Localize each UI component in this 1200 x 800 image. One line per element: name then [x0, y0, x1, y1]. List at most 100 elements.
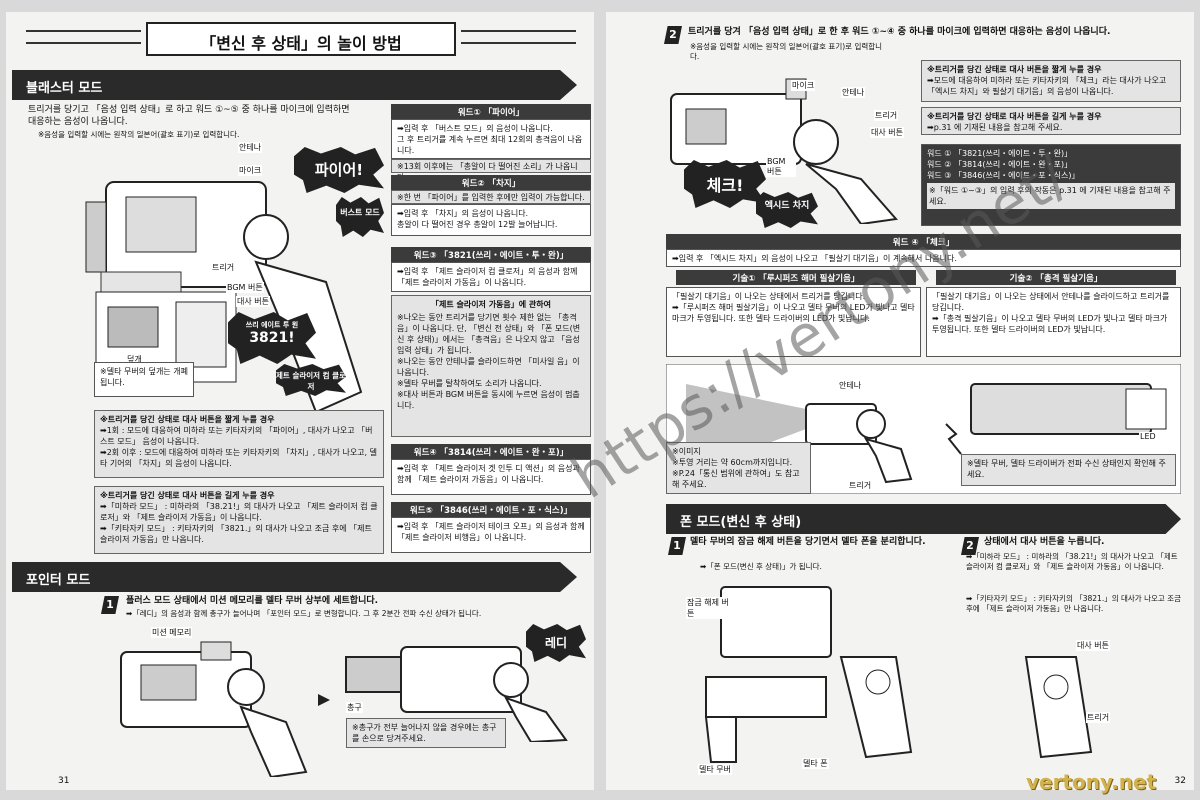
r-word2: 워드 ② 「3814(쓰리・에이트・완・포)」 — [927, 160, 1073, 169]
phone-step1-line2: ➡「폰 모드(변신 후 상태)」가 됩니다. — [700, 562, 822, 571]
short-press-1: ➡1회 : 모드에 대응하여 미하라 또는 키타자키의 「파이어」, 대사가 나… — [100, 426, 373, 446]
word4-tab: 워드④ 「3814(쓰리・에이트・완・포)」 — [391, 444, 591, 459]
burst-3821: 쓰리 에이트 투 원 3821! — [228, 312, 316, 364]
arrow-right-icon — [318, 694, 330, 706]
label-line-button: 대사 버튼 — [236, 296, 270, 307]
long-press-1: ➡「미하라 모드」 : 미하라의 「38.21!」의 대사가 나오고 「제트 슬… — [100, 502, 378, 522]
left-page: 「변신 후 상태」의 놀이 방법 블래스터 모드 트리거를 당기고 「음성 입력… — [6, 12, 594, 790]
label-muzzle: 총구 — [346, 702, 363, 713]
word3-sub-title: 「제트 슬라이저 가동음」에 관하여 — [430, 300, 552, 309]
page-title: 「변신 후 상태」의 놀이 방법 — [146, 22, 456, 56]
burst-3821-reading: 쓰리 에이트 투 원 — [245, 321, 299, 329]
page-number-left: 31 — [58, 776, 70, 786]
label-bgm-button: BGM 버튼 — [226, 282, 264, 293]
r-word4-body: ➡입력 후 「엑시드 차지」의 음성이 나오고 「필살기 대기음」이 계속해서 … — [666, 249, 1181, 267]
burst-fire: 파이어! — [294, 147, 384, 193]
label-delta-phone: 델타 폰 — [802, 758, 829, 769]
label-lid: 덮개 — [126, 354, 143, 365]
pointer-gun-before — [120, 641, 308, 777]
phone-step2-line1: 상태에서 대사 버튼을 누릅니다. — [984, 537, 1105, 547]
r-label-antenna: 안테나 — [841, 87, 866, 98]
r-word3: 워드 ③ 「3846(쓰리・에이트・포・식스)」 — [927, 171, 1080, 180]
lid-note: ※델타 무버의 덮개는 개폐됩니다. — [94, 362, 194, 397]
pointer-note: ※총구가 전부 늘어나지 않을 경우에는 총구를 손으로 당겨주세요. — [346, 718, 506, 748]
exceed-gun-illustration — [670, 78, 898, 224]
img-label-trigger: 트리거 — [848, 480, 873, 491]
r-long-heading: ※트리거를 당긴 상태로 대사 버튼을 길게 누를 경우 — [927, 112, 1102, 121]
label-delta-mover: 델타 무버 — [698, 764, 732, 775]
img-label-led: LED — [1139, 432, 1157, 441]
pointer-gun-after — [345, 646, 568, 742]
word2-line2: 총알이 다 떨어진 경우 총알이 12발 늘어납니다. — [397, 220, 558, 229]
header-deco-right — [461, 30, 576, 44]
word2-body: ➡입력 후 「차지」의 음성이 나옵니다. 총알이 다 떨어진 경우 총알이 1… — [391, 204, 591, 236]
r-label-line-button: 대사 버튼 — [870, 127, 904, 138]
long-press-2: ➡「키타자키 모드」 : 키타자키의 「3821.」의 대사가 나오고 조금 후… — [100, 524, 372, 544]
label-trigger: 트리거 — [211, 262, 236, 273]
short-press-2: ➡2회 이후 : 모드에 대응하여 미하라 또는 키타자키의 「차지」, 대사가… — [100, 448, 377, 468]
img-note-2: ※델타 무버, 델타 드라이버가 전파 수신 상태인지 확인해 주세요. — [961, 454, 1176, 486]
words-box: 워드 ① 「3821(쓰리・에이트・투・완)」 워드 ② 「3814(쓰리・에이… — [921, 144, 1181, 226]
word1-note: ※13회 이후에는 「총알이 다 떨어진 소리」가 나옵니다. — [391, 159, 591, 182]
pointer-line1: 플러스 모드 상태에서 미션 메모리를 델타 무버 상부에 세트합니다. — [126, 596, 379, 606]
page-number-right: 32 — [1174, 776, 1186, 786]
burst-3821-code: 3821! — [249, 330, 295, 346]
watermark-brand: vertony.net — [1026, 770, 1157, 794]
word4-body: ➡입력 후 「제트 슬라이저 겟 인투 디 액션」의 음성과 함께 「제트 슬라… — [391, 459, 591, 495]
word1-line2: 그 후 트리거를 계속 누르면 최대 12회의 총격음이 나옵니다. — [397, 135, 583, 155]
r-label-trigger: 트리거 — [874, 110, 899, 121]
word5-body: ➡입력 후 「제트 슬라이저 테이크 오프」의 음성과 함께 「제트 슬라이저 … — [391, 517, 591, 553]
step2-line1: 트리거를 당겨 「음성 입력 상태」로 한 후 워드 ①~④ 중 하나를 마이크… — [688, 27, 1111, 37]
r-label-mic: 마이크 — [791, 80, 816, 91]
tech1-body: 「필살기 대기음」이 나오는 상태에서 트리거를 당깁니다. ➡「루시퍼즈 해머… — [666, 287, 921, 357]
long-press-box: ※트리거를 당긴 상태로 대사 버튼을 길게 누를 경우 ➡「미하라 모드」 :… — [94, 486, 384, 554]
r-words-note: ※「워드 ①~③」의 입력 후의 작동은 p.31 에 기재된 내용을 참고해 … — [927, 183, 1175, 209]
long-press-heading: ※트리거를 당긴 상태로 대사 버튼을 길게 누를 경우 — [100, 491, 275, 500]
phone-section-header: 폰 모드(변신 후 상태) — [666, 504, 1181, 534]
label-phone-line-button: 대사 버튼 — [1076, 640, 1110, 651]
word2-tab: 워드② 「차지」 — [391, 175, 591, 190]
word1-tab: 워드① 「파이어」 — [391, 104, 591, 119]
word3-bullet4: ※대사 버튼과 BGM 버튼을 동시에 누르면 음성이 멈춥니다. — [397, 390, 580, 410]
blaster-section-header: 블래스터 모드 — [12, 70, 577, 100]
short-press-heading: ※트리거를 당긴 상태로 대사 버튼을 짧게 누를 경우 — [100, 415, 275, 424]
phone-illustration — [1024, 656, 1093, 759]
tech1-line2: ➡「루시퍼즈 해머 필살기음」이 나오고 델타 무버의 LED가 빛나고 델타 … — [672, 303, 915, 323]
r-short-press-box: ※트리거를 당긴 상태로 대사 버튼을 짧게 누를 경우 ➡모드에 대응하여 미… — [921, 60, 1181, 102]
word3-tab: 워드③ 「3821(쓰리・에이트・투・완)」 — [391, 247, 591, 262]
header-deco-left — [26, 30, 141, 44]
pointer-section-header: 포인터 모드 — [12, 562, 577, 592]
tech1-tab: 기술① 「루시퍼즈 해머 필살기음」 — [676, 270, 916, 285]
burst-burst-mode: 버스트 모드 — [336, 197, 384, 237]
phone-step1-line1: 델타 무버의 잠금 해제 버튼을 당기면서 델타 폰을 분리합니다. — [690, 537, 926, 547]
tech2-tab: 기술② 「총격 필살기음」 — [936, 270, 1176, 285]
phone-detach-illustration — [704, 586, 913, 763]
burst-check: 체크! — [684, 160, 766, 208]
pointer-line2: ➡「레디」의 음성과 함께 총구가 늘어나며 「포인터 모드」로 변형합니다. … — [126, 609, 482, 618]
word1-line1: ➡입력 후 「버스트 모드」의 음성이 나옵니다. — [397, 124, 553, 133]
burst-exceed-charge: 엑시드 차지 — [756, 192, 818, 228]
step2-note: ※음성을 입력할 시에는 원작의 일본어(괄호 표기)로 입력합니다. — [690, 42, 883, 61]
word3-bullet2: ※나오는 동안 안테나를 슬라이드하면 「미사일 음」이 나옵니다. — [397, 357, 580, 377]
phone-step2-line2: ➡「미하라 모드」 : 미하라의 「38.21!」의 대사가 나오고 「제트 슬… — [966, 552, 1178, 571]
projection-illustration — [666, 364, 1181, 494]
tech2-line1: 「필살기 대기음」이 나오는 상태에서 안테나를 슬라이드하고 트리거를 당깁니… — [932, 292, 1170, 312]
blaster-intro: 트리거를 당기고 「음성 입력 상태」로 하고 워드 ①~⑤ 중 하나를 마이크… — [28, 105, 350, 127]
word3-sub-box: 「제트 슬라이저 가동음」에 관하여 ※나오는 동안 트리거를 당기면 횟수 제… — [391, 295, 591, 437]
tech1-line1: 「필살기 대기음」이 나오는 상태에서 트리거를 당깁니다. — [672, 292, 866, 301]
phone-step-2: 2 — [961, 537, 979, 555]
word2-note: ※한 번 「파이어」를 입력한 후에만 입력이 가능합니다. — [391, 190, 591, 204]
tech2-body: 「필살기 대기음」이 나오는 상태에서 안테나를 슬라이드하고 트리거를 당깁니… — [926, 287, 1181, 357]
blaster-voice-note: ※음성을 입력할 시에는 원작의 일본어(괄호 표기)로 입력합니다. — [38, 130, 240, 139]
word2-line1: ➡입력 후 「차지」의 음성이 나옵니다. — [397, 209, 529, 218]
r-word4-tab: 워드 ④ 「체크」 — [666, 234, 1181, 249]
word3-bullet1: ※나오는 동안 트리거를 당기면 횟수 제한 없는 「총격음」이 나옵니다. 단… — [397, 313, 581, 355]
r-short-heading: ※트리거를 당긴 상태로 대사 버튼을 짧게 누를 경우 — [927, 65, 1102, 74]
label-antenna: 안테나 — [238, 142, 263, 153]
word3-bullet3: ※델타 무버를 탈착하여도 소리가 나옵니다. — [397, 379, 542, 388]
pointer-step-1: 1 — [101, 596, 119, 614]
phone-step2-line3: ➡「키타자키 모드」 : 키타자키의 「3821.」의 대사가 나오고 조금 후… — [966, 594, 1181, 613]
tech2-line2: ➡「총격 필살기음」이 나오고 델타 무버의 LED가 빛나고 델타 마크가 투… — [932, 314, 1168, 334]
burst-jet-slizer: 제트 슬라이저 컴 클로저 — [276, 364, 346, 396]
label-mission-memory: 미션 메모리 — [151, 627, 193, 638]
